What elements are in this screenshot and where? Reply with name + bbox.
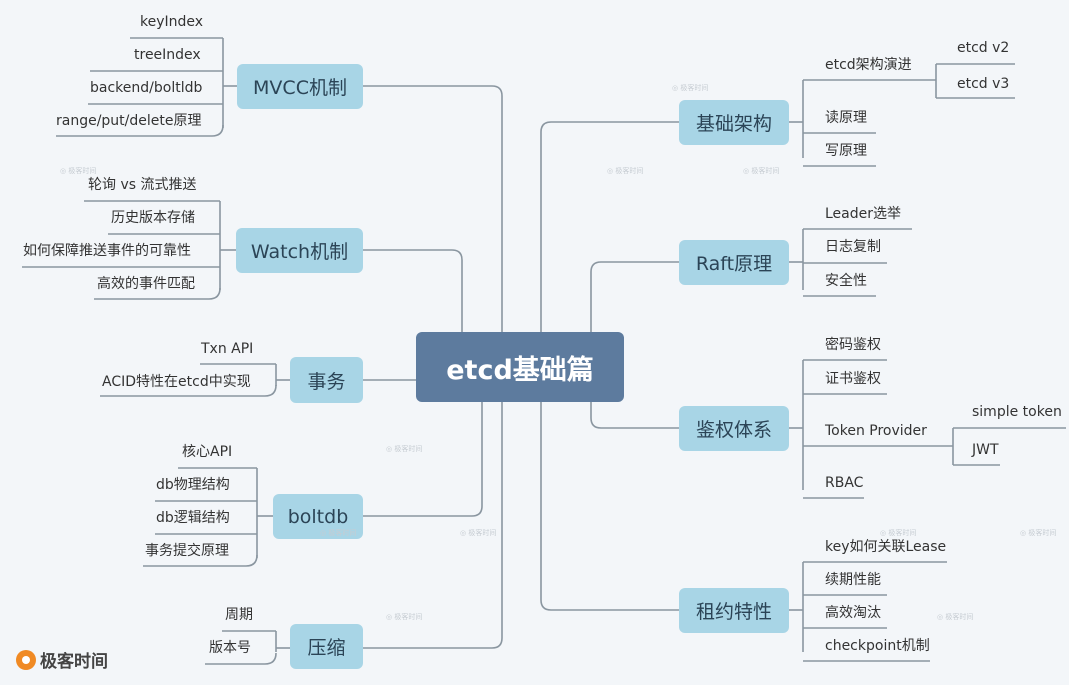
- watermark: 极客时间: [386, 612, 422, 622]
- leaf-read[interactable]: 读原理: [825, 110, 867, 126]
- watermark: 极客时间: [320, 528, 356, 538]
- leaf-reliable-push[interactable]: 如何保障推送事件的可靠性: [23, 243, 191, 259]
- leaf-key-lease[interactable]: key如何关联Lease: [825, 539, 947, 555]
- leaf-etcd-v2[interactable]: etcd v2: [957, 40, 1010, 56]
- watermark: 极客时间: [60, 166, 96, 176]
- leaf-expire[interactable]: 高效淘汰: [825, 605, 881, 621]
- leaf-password-auth[interactable]: 密码鉴权: [825, 337, 881, 353]
- leaf-treeindex[interactable]: treeIndex: [134, 47, 201, 63]
- leaf-acid[interactable]: ACID特性在etcd中实现: [102, 374, 251, 390]
- leaf-txn-commit[interactable]: 事务提交原理: [145, 543, 229, 559]
- watermark: 极客时间: [460, 528, 496, 538]
- brand-logo-text: 极客时间: [40, 652, 108, 672]
- watermark: 极客时间: [1020, 528, 1056, 538]
- leaf-renew-perf[interactable]: 续期性能: [825, 572, 881, 588]
- root-node[interactable]: etcd基础篇: [416, 332, 624, 402]
- leaf-safety[interactable]: 安全性: [825, 273, 867, 289]
- branch-auth[interactable]: 鉴权体系: [679, 406, 789, 451]
- leaf-arch-evolution[interactable]: etcd架构演进: [825, 57, 912, 73]
- leaf-range-put-delete[interactable]: range/put/delete原理: [56, 113, 202, 129]
- watermark: 极客时间: [880, 528, 916, 538]
- geektime-logo-icon: [16, 649, 36, 670]
- branch-lease[interactable]: 租约特性: [679, 588, 789, 633]
- leaf-db-physical[interactable]: db物理结构: [156, 477, 230, 493]
- leaf-db-logical[interactable]: db逻辑结构: [156, 510, 230, 526]
- leaf-txn-api[interactable]: Txn API: [201, 341, 254, 357]
- branch-architecture[interactable]: 基础架构: [679, 100, 789, 145]
- leaf-rbac[interactable]: RBAC: [825, 475, 864, 491]
- leaf-revision[interactable]: 版本号: [209, 640, 251, 656]
- leaf-token-provider[interactable]: Token Provider: [825, 423, 927, 439]
- leaf-cert-auth[interactable]: 证书鉴权: [825, 371, 881, 387]
- watermark: 极客时间: [937, 612, 973, 622]
- brand-logo: 极客时间: [16, 647, 108, 672]
- branch-transaction[interactable]: 事务: [290, 357, 363, 403]
- leaf-jwt[interactable]: JWT: [972, 442, 999, 458]
- leaf-period[interactable]: 周期: [225, 607, 253, 623]
- leaf-checkpoint[interactable]: checkpoint机制: [825, 638, 930, 654]
- leaf-etcd-v3[interactable]: etcd v3: [957, 76, 1010, 92]
- branch-watch[interactable]: Watch机制: [236, 228, 363, 273]
- watermark: 极客时间: [386, 444, 422, 454]
- leaf-leader-election[interactable]: Leader选举: [825, 206, 902, 222]
- watermark: 极客时间: [672, 83, 708, 93]
- leaf-keyindex[interactable]: keyIndex: [140, 14, 204, 30]
- leaf-event-match[interactable]: 高效的事件匹配: [97, 276, 195, 292]
- leaf-backend[interactable]: backend/boltldb: [90, 80, 203, 96]
- leaf-log-replication[interactable]: 日志复制: [825, 239, 881, 255]
- branch-raft[interactable]: Raft原理: [679, 240, 789, 285]
- branch-compaction[interactable]: 压缩: [290, 624, 363, 669]
- leaf-simple-token[interactable]: simple token: [972, 404, 1062, 420]
- branch-mvcc[interactable]: MVCC机制: [237, 64, 363, 109]
- leaf-write[interactable]: 写原理: [825, 143, 867, 159]
- leaf-history-storage[interactable]: 历史版本存储: [111, 210, 195, 226]
- leaf-core-api[interactable]: 核心API: [182, 444, 233, 460]
- watermark: 极客时间: [607, 166, 643, 176]
- leaf-poll-vs-stream[interactable]: 轮询 vs 流式推送: [88, 177, 197, 193]
- watermark: 极客时间: [743, 166, 779, 176]
